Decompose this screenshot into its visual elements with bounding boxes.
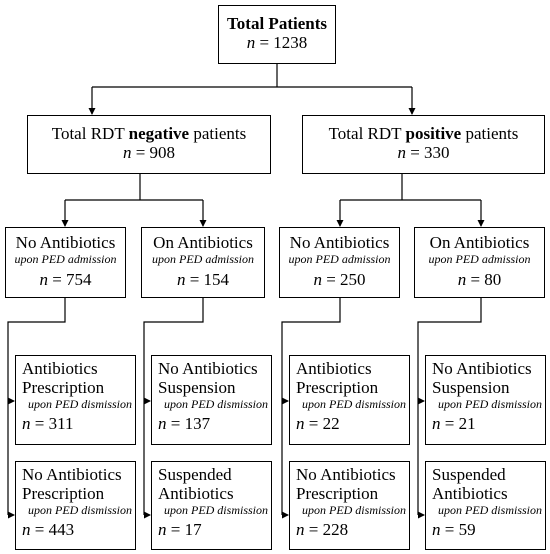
dismission-count: n = 137 — [158, 414, 211, 433]
dismission-count: n = 59 — [432, 520, 476, 539]
admission-count: n = 250 — [313, 270, 366, 289]
connector-negative-split — [65, 174, 203, 201]
admission-box-2: On Antibiotics upon PED admission n = 15… — [141, 227, 265, 298]
rdt-positive-box: Total RDT positive patients n = 330 — [302, 115, 545, 174]
admission-box-4: On Antibiotics upon PED admission n = 80 — [414, 227, 545, 298]
admission-subtitle: upon PED admission — [14, 252, 117, 266]
dismission-count: n = 17 — [158, 520, 202, 539]
rdt-negative-title: Total RDT negative patients — [51, 124, 247, 143]
dismission-box-top-2: No Antibiotics Suspension upon PED dismi… — [151, 355, 272, 445]
dismission-line2: Antibiotics — [158, 484, 234, 503]
dismission-box-top-1: Antibiotics Prescription upon PED dismis… — [15, 355, 136, 445]
dismission-line1: No Antibiotics — [296, 465, 396, 484]
dismission-count: n = 443 — [22, 520, 75, 539]
connector-bracket-2 — [143, 298, 204, 515]
dismission-line2: Prescription — [296, 378, 379, 397]
dismission-subtitle: upon PED dismission — [163, 503, 268, 517]
admission-count: n = 154 — [176, 270, 230, 289]
admission-box-3: No Antibiotics upon PED admission n = 25… — [279, 227, 400, 298]
connector-bracket-4 — [417, 298, 482, 515]
dismission-line2: Prescription — [22, 378, 105, 397]
admission-box-1: No Antibiotics upon PED admission n = 75… — [5, 227, 126, 298]
dismission-count: n = 311 — [22, 414, 74, 433]
dismission-box-top-3: Antibiotics Prescription upon PED dismis… — [289, 355, 410, 445]
rdt-positive-title: Total RDT positive patients — [328, 124, 519, 143]
dismission-count: n = 228 — [296, 520, 349, 539]
rdt-negative-box: Total RDT negative patients n = 908 — [27, 115, 271, 174]
rdt-positive-count: n = 330 — [397, 143, 450, 162]
dismission-line2: Prescription — [22, 484, 105, 503]
dismission-subtitle: upon PED dismission — [301, 503, 406, 517]
admission-title: No Antibiotics — [289, 233, 390, 252]
dismission-line2: Suspension — [158, 378, 236, 397]
dismission-subtitle: upon PED dismission — [301, 397, 406, 411]
admission-title: On Antibiotics — [429, 233, 530, 252]
dismission-box-bottom-4: Suspended Antibiotics upon PED dismissio… — [425, 461, 546, 550]
dismission-box-top-4: No Antibiotics Suspension upon PED dismi… — [425, 355, 546, 445]
admission-subtitle: upon PED admission — [152, 252, 254, 266]
dismission-box-bottom-2: Suspended Antibiotics upon PED dismissio… — [151, 461, 272, 550]
total-patients-box: Total Patients n = 1238 — [218, 5, 336, 64]
dismission-subtitle: upon PED dismission — [27, 397, 132, 411]
dismission-line1: No Antibiotics — [158, 359, 258, 378]
connector-bracket-1 — [7, 298, 66, 515]
admission-count: n = 80 — [457, 270, 502, 289]
dismission-box-bottom-1: No Antibiotics Prescription upon PED dis… — [15, 461, 136, 550]
dismission-line1: No Antibiotics — [432, 359, 532, 378]
dismission-count: n = 21 — [432, 414, 476, 433]
dismission-count: n = 22 — [296, 414, 340, 433]
dismission-line2: Suspension — [432, 378, 510, 397]
total-patients-count: n = 1238 — [246, 33, 308, 52]
admission-title: No Antibiotics — [15, 233, 116, 252]
dismission-line2: Prescription — [296, 484, 379, 503]
rdt-negative-count: n = 908 — [122, 143, 176, 162]
dismission-subtitle: upon PED dismission — [437, 503, 542, 517]
dismission-line2: Antibiotics — [432, 484, 508, 503]
admission-title: On Antibiotics — [153, 233, 253, 252]
connector-bracket-3 — [281, 298, 341, 515]
connector-positive-split — [340, 174, 481, 201]
admission-count: n = 754 — [39, 270, 92, 289]
dismission-subtitle: upon PED dismission — [27, 503, 132, 517]
dismission-box-bottom-3: No Antibiotics Prescription upon PED dis… — [289, 461, 410, 550]
dismission-line1: Antibiotics — [296, 359, 372, 378]
dismission-line1: No Antibiotics — [22, 465, 122, 484]
total-patients-title: Total Patients — [227, 14, 327, 33]
dismission-subtitle: upon PED dismission — [163, 397, 268, 411]
dismission-line1: Suspended — [158, 465, 232, 484]
admission-subtitle: upon PED admission — [428, 252, 531, 266]
dismission-line1: Suspended — [432, 465, 506, 484]
admission-subtitle: upon PED admission — [288, 252, 391, 266]
dismission-line1: Antibiotics — [22, 359, 98, 378]
connector-root-split — [92, 64, 412, 88]
dismission-subtitle: upon PED dismission — [437, 397, 542, 411]
